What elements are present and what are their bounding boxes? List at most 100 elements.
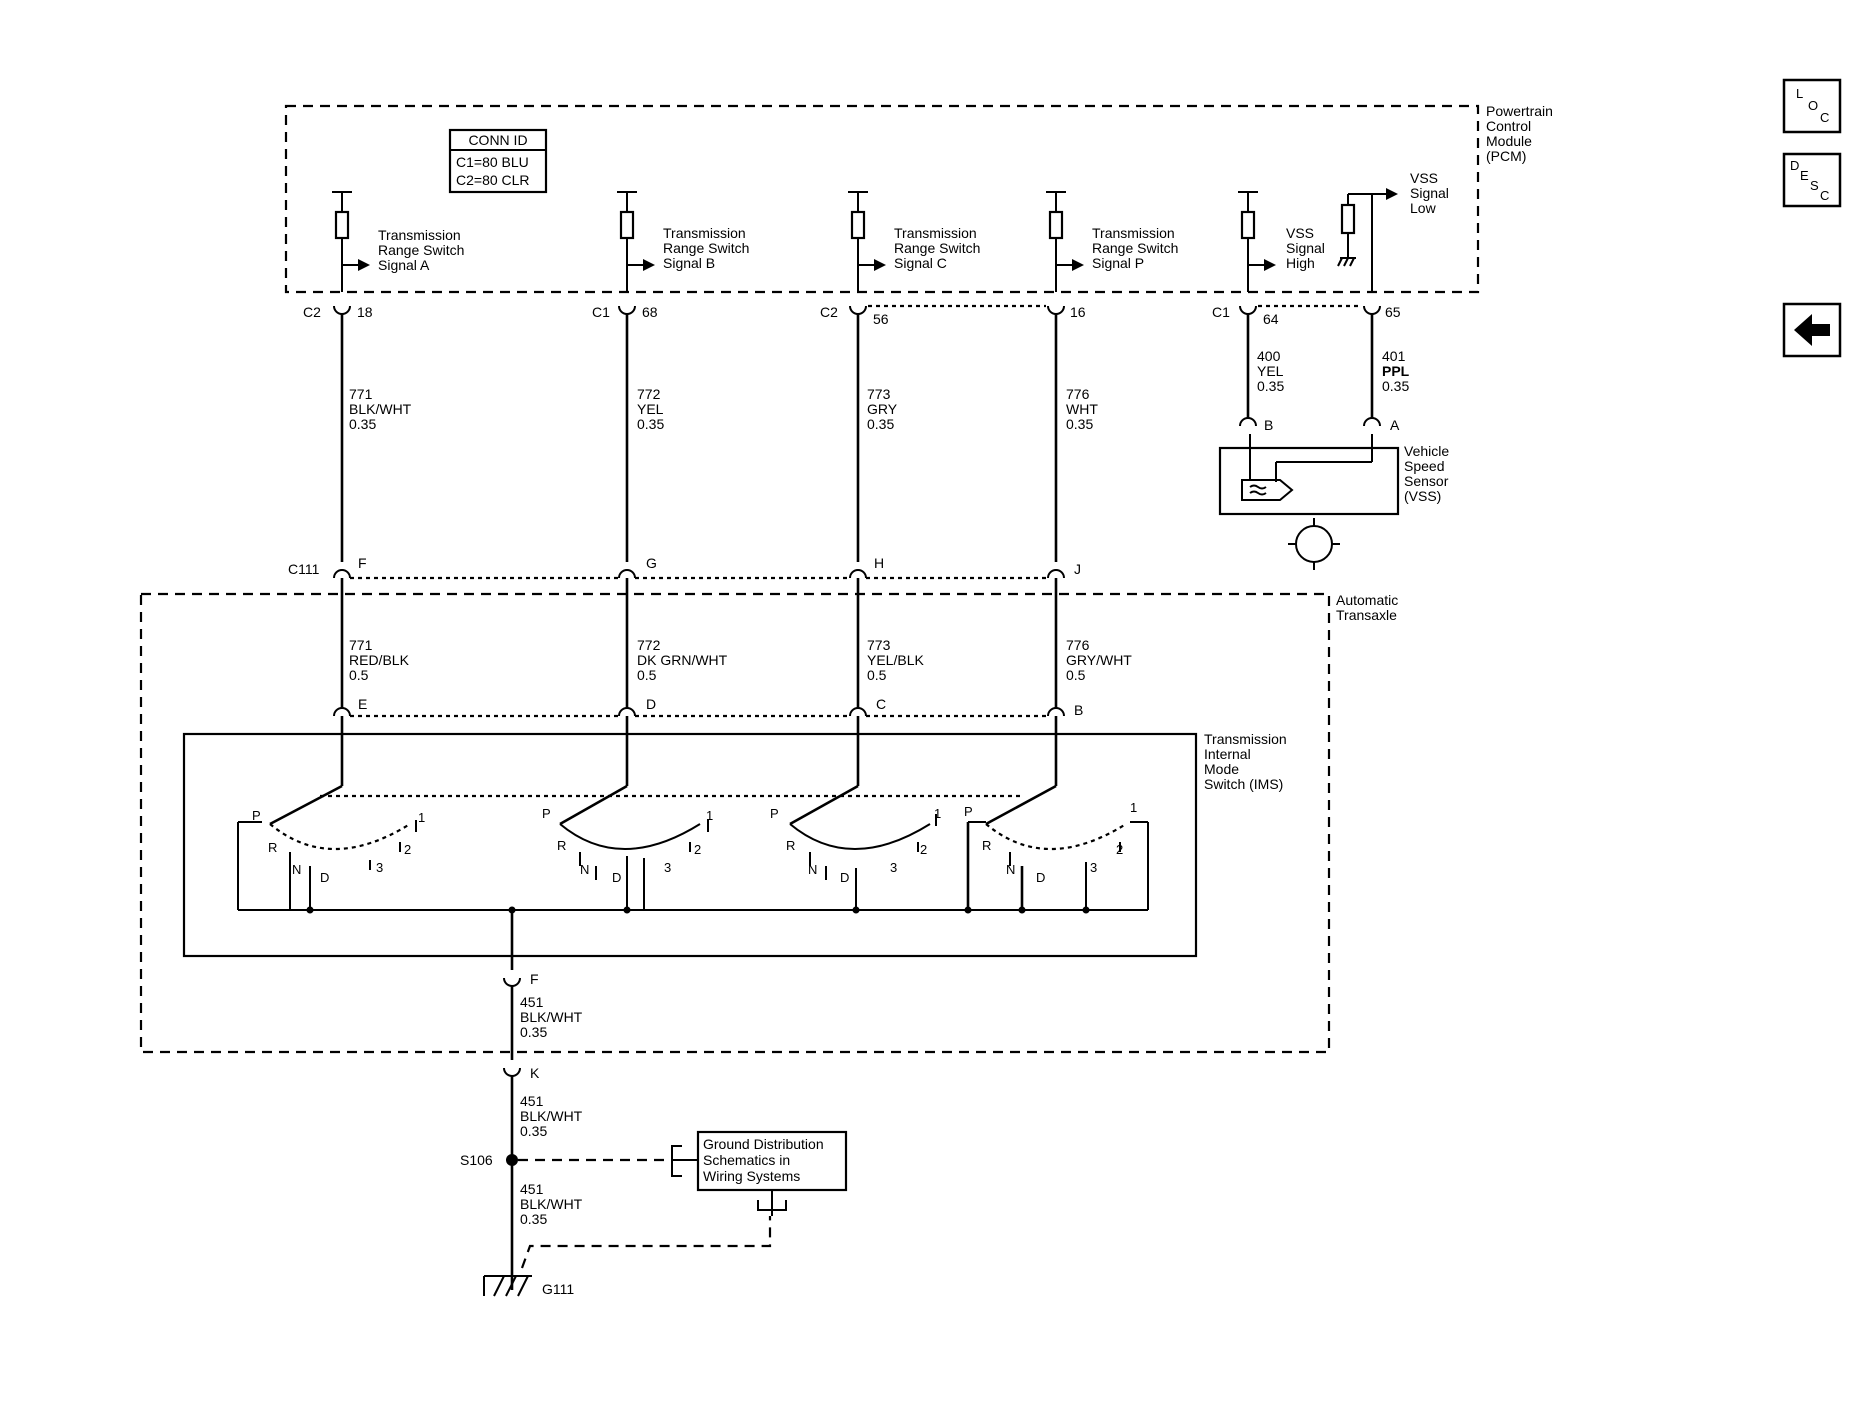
svg-text:2: 2	[404, 842, 411, 857]
ims-connector: E D C B	[333, 696, 1083, 718]
svg-text:2: 2	[694, 842, 701, 857]
svg-text:Signal A: Signal A	[378, 257, 430, 273]
svg-text:773: 773	[867, 637, 891, 653]
vss-wire-400: 400 YEL 0.35 B	[1239, 314, 1284, 433]
back-button[interactable]	[1782, 302, 1842, 358]
svg-text:Range Switch: Range Switch	[378, 242, 464, 258]
svg-text:GRY/WHT: GRY/WHT	[1066, 652, 1132, 668]
svg-text:400: 400	[1257, 348, 1281, 364]
svg-text:Sensor: Sensor	[1404, 473, 1449, 489]
svg-text:0.35: 0.35	[867, 416, 894, 432]
svg-text:YEL/BLK: YEL/BLK	[867, 652, 924, 668]
svg-text:2: 2	[920, 842, 927, 857]
svg-text:N: N	[580, 862, 589, 877]
svg-text:0.35: 0.35	[520, 1123, 547, 1139]
loc-button[interactable]: L O C	[1782, 78, 1842, 134]
svg-text:64: 64	[1263, 311, 1279, 327]
svg-text:BLK/WHT: BLK/WHT	[520, 1009, 583, 1025]
svg-text:Powertrain: Powertrain	[1486, 103, 1553, 119]
svg-text:Signal B: Signal B	[663, 255, 715, 271]
svg-text:Signal: Signal	[1286, 240, 1325, 256]
svg-text:0.5: 0.5	[637, 667, 657, 683]
desc-button[interactable]: D E S C	[1782, 152, 1842, 208]
upper-wire-776: 776 WHT 0.35	[1054, 314, 1098, 562]
ims-switch-c: P R N D 3 2 1	[770, 784, 941, 910]
svg-text:Range Switch: Range Switch	[894, 240, 980, 256]
svg-text:Signal C: Signal C	[894, 255, 947, 271]
svg-text:D: D	[1036, 870, 1045, 885]
ground-distribution-ref[interactable]: Ground Distribution Schematics in Wiring…	[671, 1130, 848, 1216]
svg-text:D: D	[320, 870, 329, 885]
svg-text:H: H	[874, 555, 884, 571]
svg-text:GRY: GRY	[867, 401, 898, 417]
vss-sensor: Vehicle Speed Sensor (VSS)	[1218, 434, 1449, 570]
svg-text:O: O	[1808, 98, 1818, 113]
upper-wire-772: 772 YEL 0.35	[625, 314, 664, 562]
svg-text:C1: C1	[1212, 304, 1230, 320]
svg-text:C1: C1	[592, 304, 610, 320]
svg-text:BLK/WHT: BLK/WHT	[520, 1108, 583, 1124]
svg-text:L: L	[1796, 86, 1803, 101]
svg-text:Ground Distribution: Ground Distribution	[703, 1136, 824, 1152]
svg-text:B: B	[1074, 702, 1083, 718]
svg-text:1: 1	[934, 806, 941, 821]
vss-wire-401: 401 PPL 0.35 A	[1363, 314, 1410, 433]
svg-text:N: N	[808, 862, 817, 877]
svg-text:0.5: 0.5	[349, 667, 369, 683]
svg-text:Wiring Systems: Wiring Systems	[703, 1168, 800, 1184]
svg-text:YEL: YEL	[637, 401, 664, 417]
svg-text:(VSS): (VSS)	[1404, 488, 1441, 504]
svg-text:3: 3	[890, 860, 897, 875]
svg-text:B: B	[1264, 417, 1273, 433]
svg-text:F: F	[358, 555, 367, 571]
svg-text:Transmission: Transmission	[1092, 225, 1175, 241]
svg-text:Signal: Signal	[1410, 185, 1449, 201]
svg-text:Transmission: Transmission	[378, 227, 461, 243]
svg-text:C111: C111	[288, 561, 320, 577]
pcm-signal-c: Transmission Range Switch Signal C	[848, 191, 980, 292]
svg-text:Mode: Mode	[1204, 761, 1239, 777]
svg-text:D: D	[840, 870, 849, 885]
svg-text:RED/BLK: RED/BLK	[349, 652, 410, 668]
svg-text:2: 2	[1116, 842, 1123, 857]
ims-switch: Transmission Internal Mode Switch (IMS)	[182, 716, 1287, 958]
svg-text:Transmission: Transmission	[894, 225, 977, 241]
transaxle-boundary: Automatic Transaxle	[139, 592, 1398, 1054]
svg-text:0.35: 0.35	[637, 416, 664, 432]
lower-wire-771: 771 RED/BLK 0.5	[340, 578, 410, 708]
svg-text:Automatic: Automatic	[1336, 592, 1398, 608]
svg-text:451: 451	[520, 1093, 544, 1109]
pcm-connector-row: C2 18 C1 68 C2 56 16 C1 64 65	[303, 304, 1401, 327]
svg-text:G111: G111	[542, 1281, 574, 1297]
svg-text:0.35: 0.35	[349, 416, 376, 432]
svg-text:16: 16	[1070, 304, 1086, 320]
svg-text:F: F	[530, 971, 539, 987]
svg-text:P: P	[542, 806, 551, 821]
svg-text:773: 773	[867, 386, 891, 402]
svg-text:56: 56	[873, 311, 889, 327]
svg-text:1: 1	[706, 808, 713, 823]
svg-text:1: 1	[418, 810, 425, 825]
ims-ground-bus	[238, 856, 1148, 970]
svg-text:0.35: 0.35	[520, 1024, 547, 1040]
svg-text:C2: C2	[303, 304, 321, 320]
svg-text:3: 3	[664, 860, 671, 875]
pcm-signal-p: Transmission Range Switch Signal P	[1046, 191, 1178, 292]
svg-text:R: R	[982, 838, 991, 853]
svg-text:Switch (IMS): Switch (IMS)	[1204, 776, 1283, 792]
svg-text:0.35: 0.35	[1066, 416, 1093, 432]
svg-text:451: 451	[520, 994, 544, 1010]
svg-text:D: D	[1790, 158, 1799, 173]
svg-text:Low: Low	[1410, 200, 1437, 216]
svg-text:VSS: VSS	[1286, 225, 1314, 241]
svg-text:PPL: PPL	[1382, 363, 1410, 379]
svg-text:J: J	[1074, 561, 1081, 577]
pcm-signal-b: Transmission Range Switch Signal B	[617, 191, 749, 292]
svg-text:Transmission: Transmission	[1204, 731, 1287, 747]
svg-text:68: 68	[642, 304, 658, 320]
upper-wire-773: 773 GRY 0.35	[856, 314, 898, 562]
svg-text:WHT: WHT	[1066, 401, 1098, 417]
svg-text:C1=80 BLU: C1=80 BLU	[456, 154, 529, 170]
svg-text:BLK/WHT: BLK/WHT	[520, 1196, 583, 1212]
